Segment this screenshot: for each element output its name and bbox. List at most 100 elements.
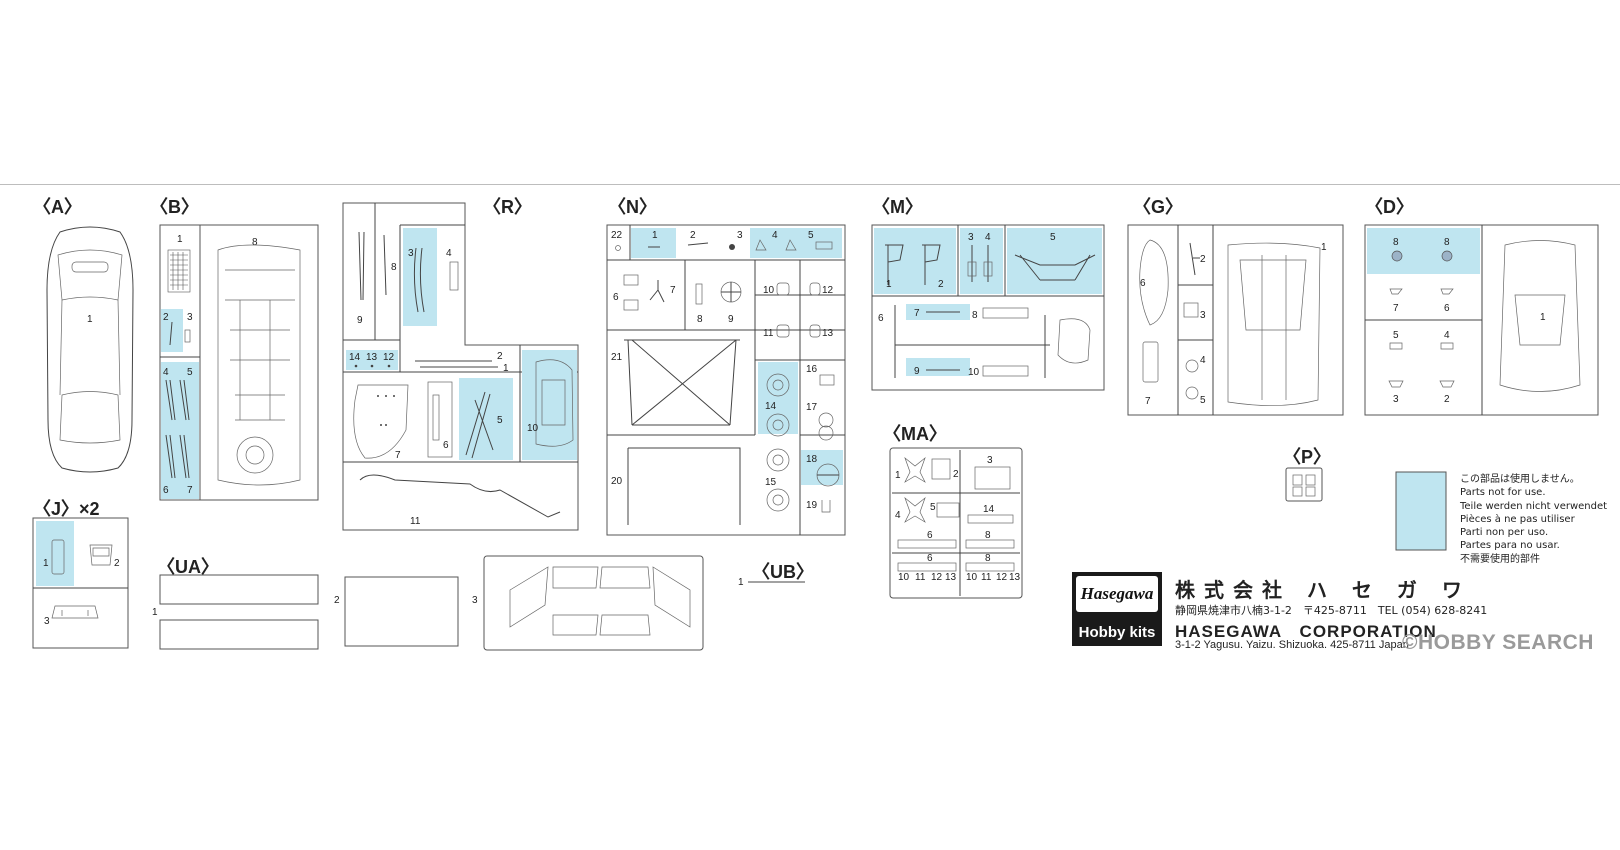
label-sprue-r: 〈R〉 (483, 197, 532, 217)
svg-text:21: 21 (611, 352, 623, 363)
svg-text:16: 16 (806, 364, 818, 375)
sprue-ma: 1 2 3 4 5 14 6 8 6 8 10 11 12 13 10 11 1… (889, 447, 1023, 599)
svg-text:2: 2 (953, 469, 959, 480)
svg-text:1: 1 (895, 470, 901, 481)
svg-text:1: 1 (652, 230, 658, 241)
svg-text:1: 1 (87, 314, 93, 325)
sprue-ua: 1 2 3 (152, 555, 704, 651)
svg-text:7: 7 (914, 308, 920, 319)
svg-text:8: 8 (252, 237, 258, 248)
svg-text:5: 5 (497, 415, 503, 426)
svg-text:17: 17 (806, 402, 818, 413)
svg-text:4: 4 (985, 232, 991, 243)
svg-text:20: 20 (611, 476, 623, 487)
svg-text:5: 5 (808, 230, 814, 241)
notice-line: Pièces à ne pas utiliser (1460, 513, 1575, 525)
label-sprue-n: 〈N〉 (608, 197, 657, 217)
svg-text:14: 14 (765, 401, 777, 412)
svg-text:5: 5 (930, 502, 936, 513)
watermark: ©HOBBY SEARCH (1402, 631, 1594, 654)
svg-text:6: 6 (443, 440, 449, 451)
svg-text:8: 8 (985, 530, 991, 541)
svg-text:1: 1 (177, 234, 183, 245)
svg-text:18: 18 (806, 454, 818, 465)
svg-text:1: 1 (503, 363, 509, 374)
svg-text:13: 13 (1009, 572, 1021, 583)
sprue-g: 6 7 2 3 4 5 1 (1127, 224, 1344, 416)
label-sprue-m: 〈M〉 (872, 197, 923, 217)
svg-text:1: 1 (1540, 312, 1546, 323)
sprue-m: 1 2 3 4 5 6 7 8 9 10 (871, 224, 1105, 391)
svg-text:14: 14 (983, 504, 995, 515)
company-name-jp: 株式会社 ハ セ ガ ワ (1175, 578, 1471, 602)
top-divider (0, 184, 1620, 185)
svg-text:5: 5 (187, 367, 193, 378)
sprue-ub: 1 (738, 577, 805, 588)
svg-text:6: 6 (878, 313, 884, 324)
label-sprue-g: 〈G〉 (1133, 197, 1184, 217)
not-used-notice: この部品は使用しません。 Parts not for use. Teile we… (1460, 473, 1607, 566)
svg-text:6: 6 (163, 485, 169, 496)
label-sprue-ma: 〈MA〉 (883, 424, 947, 444)
notice-line: Parts not for use. (1460, 487, 1546, 499)
svg-text:5: 5 (1050, 232, 1056, 243)
svg-text:2: 2 (938, 279, 944, 290)
label-sprue-p: 〈P〉 (1283, 447, 1332, 467)
svg-text:12: 12 (931, 572, 943, 583)
svg-text:6: 6 (927, 530, 933, 541)
svg-text:8: 8 (1393, 237, 1399, 248)
svg-text:7: 7 (187, 485, 193, 496)
company-address-jp: 静岡県焼津市八楠3-1-2 〒425-8711 TEL (054) 628-82… (1175, 604, 1488, 617)
svg-text:4: 4 (772, 230, 778, 241)
sprue-r: 9 8 3 4 14 13 12 2 1 7 6 5 10 11 (342, 202, 579, 531)
svg-text:8: 8 (697, 314, 703, 325)
svg-text:19: 19 (806, 500, 818, 511)
svg-text:8: 8 (972, 310, 978, 321)
svg-text:10: 10 (763, 285, 775, 296)
svg-text:11: 11 (915, 572, 926, 583)
svg-text:4: 4 (895, 510, 901, 521)
svg-text:3: 3 (472, 595, 478, 606)
svg-text:6: 6 (613, 292, 619, 303)
sprue-b: 1 2 3 4 5 6 7 8 (159, 224, 319, 501)
svg-text:12: 12 (996, 572, 1008, 583)
label-sprue-b: 〈B〉 (150, 197, 199, 217)
label-sprue-d: 〈D〉 (1365, 197, 1414, 217)
svg-text:4: 4 (163, 367, 169, 378)
svg-text:9: 9 (914, 366, 920, 377)
svg-text:12: 12 (822, 285, 834, 296)
svg-text:7: 7 (1393, 303, 1399, 314)
svg-text:22: 22 (611, 230, 623, 241)
svg-text:14: 14 (349, 352, 361, 363)
svg-text:2: 2 (163, 312, 169, 323)
not-used-swatch (1395, 471, 1447, 551)
hasegawa-logo: Hasegawa Hobby kits (1072, 572, 1162, 646)
sprue-a-body: 1 (46, 226, 134, 473)
svg-text:6: 6 (927, 553, 933, 564)
svg-text:13: 13 (822, 328, 834, 339)
sprue-d: 8 8 7 6 5 4 3 2 1 (1364, 224, 1599, 416)
svg-text:2: 2 (114, 558, 120, 569)
svg-text:3: 3 (187, 312, 193, 323)
svg-text:4: 4 (446, 248, 452, 259)
label-sprue-ua: 〈UA〉 (157, 557, 219, 577)
svg-text:6: 6 (1140, 278, 1146, 289)
svg-text:3: 3 (44, 616, 50, 627)
svg-text:3: 3 (408, 248, 414, 259)
notice-line: Teile werden nicht verwendet (1460, 500, 1608, 512)
svg-text:7: 7 (395, 450, 401, 461)
svg-text:15: 15 (765, 477, 777, 488)
logo-subtitle: Hobby kits (1078, 624, 1156, 641)
svg-text:3: 3 (1393, 394, 1399, 405)
notice-line: Parti non per uso. (1460, 527, 1549, 539)
sprue-n: 22 1 2 3 4 5 6 7 8 9 10 12 11 13 (606, 224, 846, 536)
svg-text:2: 2 (497, 351, 503, 362)
svg-text:8: 8 (391, 262, 397, 273)
svg-text:10: 10 (898, 572, 910, 583)
svg-text:1: 1 (886, 279, 892, 290)
label-sprue-a: 〈A〉 (33, 197, 82, 217)
sprue-j: 1 2 3 (32, 517, 129, 649)
svg-text:13: 13 (945, 572, 957, 583)
svg-text:3: 3 (1200, 310, 1206, 321)
svg-text:3: 3 (737, 230, 743, 241)
